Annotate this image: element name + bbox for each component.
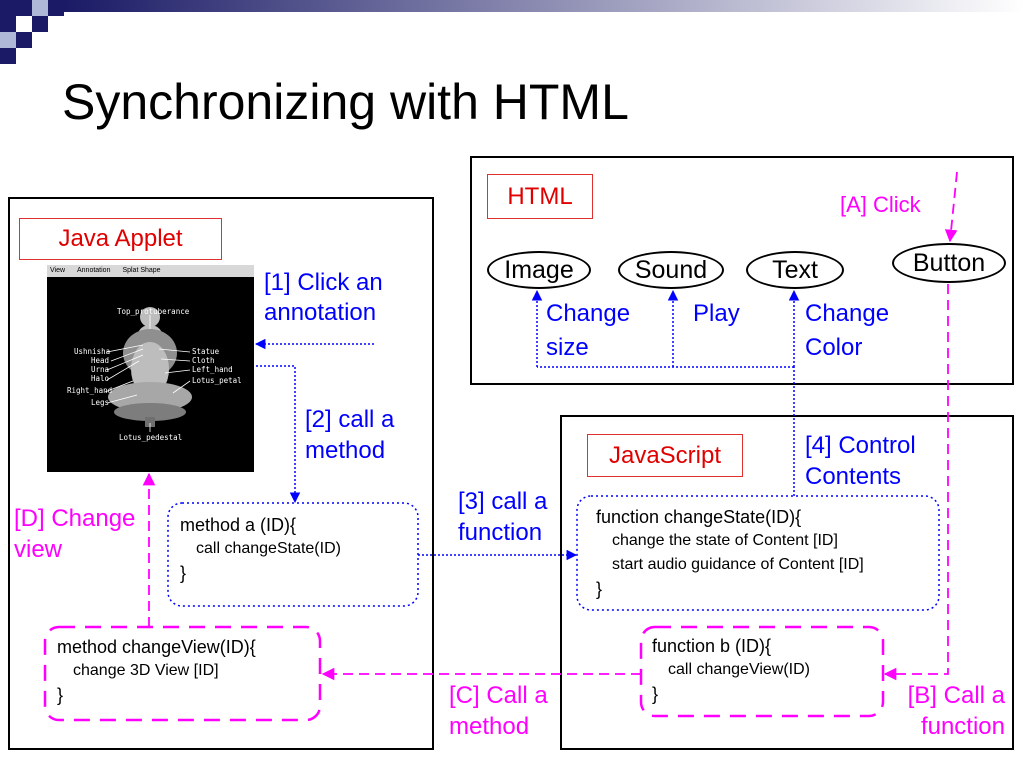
step-d-label: [D] Change view	[14, 505, 136, 563]
annotation-halo[interactable]: Halo	[91, 374, 110, 383]
step-2-label: [2] call a method	[305, 406, 395, 464]
step-b-label: [B] Call a function	[907, 682, 1005, 740]
header-gradient-bar	[64, 0, 1024, 12]
method-changeview-head: method changeView(ID){	[57, 637, 256, 657]
action-play: Play	[693, 300, 740, 327]
function-b-head: function b (ID){	[652, 636, 772, 656]
method-changeview-code: method changeView(ID){ change 3D View [I…	[57, 635, 256, 707]
annotation-cloth[interactable]: Cloth	[192, 356, 215, 365]
method-a-code: method a (ID){ call changeState(ID) }	[180, 513, 341, 585]
annotation-statue[interactable]: Statue	[192, 347, 220, 356]
step-a-label: [A] Click	[840, 192, 921, 217]
action-change-size-text: Change size	[546, 300, 631, 361]
annotation-ushnisha[interactable]: Ushnisha	[74, 347, 110, 356]
applet-screenshot[interactable]: View Annotation Splat Shape	[47, 265, 254, 472]
action-change-color: Change Color	[805, 297, 915, 365]
annotation-left-hand[interactable]: Left_hand	[192, 365, 233, 374]
method-changeview-body: change 3D View [ID]	[73, 662, 219, 679]
html-node-image[interactable]: Image	[487, 251, 591, 289]
deco-square	[48, 0, 64, 16]
annotation-lotus-petal[interactable]: Lotus_petal	[192, 376, 242, 385]
html-node-button[interactable]: Button	[892, 243, 1006, 283]
changestate-body-1: change the state of Content [ID]	[612, 532, 838, 549]
annotation-top-protuberance[interactable]: Top_protuberance	[117, 307, 190, 316]
menu-item-annotation[interactable]: Annotation	[77, 267, 111, 274]
applet-menubar: View Annotation Splat Shape	[47, 265, 254, 277]
javascript-label: JavaScript	[587, 434, 743, 477]
step-c-label: [C] Call a method	[449, 682, 548, 740]
deco-square	[0, 32, 16, 48]
method-a-end: }	[180, 563, 187, 583]
changestate-head: function changeState(ID){	[596, 507, 802, 527]
changestate-body-2: start audio guidance of Content [ID]	[612, 556, 864, 573]
deco-square	[16, 32, 32, 48]
statue-figure	[108, 307, 192, 427]
page-title: Synchronizing with HTML	[62, 74, 629, 130]
changestate-code: function changeState(ID){ change the sta…	[596, 505, 864, 601]
changestate-end: }	[596, 579, 603, 599]
step-3-label: [3] call a function	[458, 488, 548, 546]
function-b-body: call changeView(ID)	[668, 661, 810, 678]
html-node-sound[interactable]: Sound	[618, 251, 724, 289]
step-4-label: [4] Control Contents	[805, 432, 916, 490]
method-a-head: method a (ID){	[180, 515, 297, 535]
buddha-3d-view: Top_protuberance Ushnisha Head Urna Halo…	[47, 277, 254, 472]
annotation-head[interactable]: Head	[91, 356, 109, 365]
annotation-leaders	[104, 315, 191, 432]
annotation-labels: Top_protuberance Ushnisha Head Urna Halo…	[67, 307, 242, 442]
deco-square	[16, 16, 32, 32]
function-b-code: function b (ID){ call changeView(ID) }	[652, 634, 810, 706]
annotation-right-hand[interactable]: Right_hand	[67, 386, 112, 395]
annotation-urna[interactable]: Urna	[91, 365, 109, 374]
method-a-body: call changeState(ID)	[196, 540, 341, 557]
html-node-text[interactable]: Text	[746, 251, 844, 289]
annotation-legs[interactable]: Legs	[91, 398, 109, 407]
deco-square	[32, 16, 48, 32]
function-b-end: }	[652, 684, 659, 704]
action-change-size: Change size	[546, 297, 656, 365]
deco-square	[0, 48, 16, 64]
annotation-lotus-pedestal[interactable]: Lotus_pedestal	[119, 433, 182, 442]
menu-item-splat-shape[interactable]: Splat Shape	[122, 267, 161, 274]
step-1-label: [1] Click an annotation	[264, 269, 383, 326]
deco-square	[32, 0, 48, 16]
action-change-color-text: Change Color	[805, 300, 890, 361]
java-applet-label: Java Applet	[19, 218, 222, 260]
menu-item-view[interactable]: View	[50, 267, 66, 274]
html-label: HTML	[487, 174, 593, 219]
method-changeview-end: }	[57, 685, 64, 705]
